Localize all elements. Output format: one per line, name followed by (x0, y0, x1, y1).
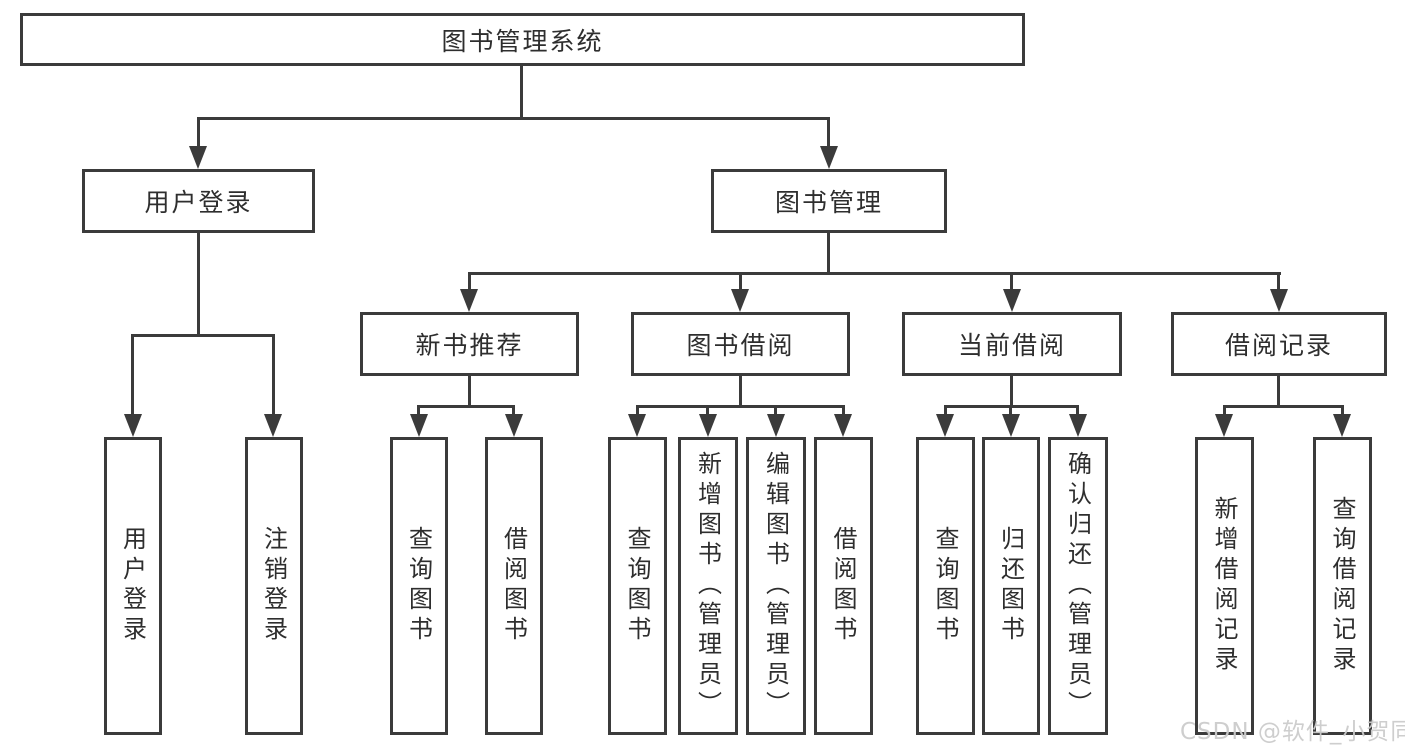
connector-stem (1341, 405, 1344, 418)
node-label: 当前借阅 (957, 331, 1066, 360)
node-label: 查询图书 (931, 526, 959, 646)
arrowhead-down-icon (124, 414, 142, 437)
leaf-query-books-1: 查询图书 (390, 437, 448, 735)
connector-stem (636, 405, 639, 418)
leaf-confirm-return-admin: 确认归还（管理员） (1048, 437, 1108, 735)
node-label: 用户登录 (144, 188, 253, 217)
connector-stem (417, 405, 420, 418)
arrowhead-down-icon (410, 414, 428, 437)
leaf-borrow-books-2: 借阅图书 (814, 437, 873, 735)
connector-branch (636, 405, 844, 408)
leaf-return-books: 归还图书 (982, 437, 1040, 735)
node-label: 图书管理 (774, 188, 883, 217)
connector-stem (827, 117, 830, 149)
connector-branch (132, 334, 274, 337)
connector-root-branch (197, 117, 830, 120)
node-label: 用户登录 (118, 526, 147, 646)
leaf-add-books-admin: 新增图书（管理员） (678, 437, 738, 735)
connector-stem (1277, 272, 1280, 292)
node-borrow-records: 借阅记录 (1171, 312, 1387, 376)
node-label: 图书管理系统 (441, 26, 604, 56)
connector-branch (468, 272, 1281, 275)
node-user-login: 用户登录 (82, 169, 315, 233)
arrowhead-down-icon (767, 414, 785, 437)
node-book-management-system: 图书管理系统 (20, 13, 1025, 66)
arrowhead-down-icon (628, 414, 646, 437)
connector-trunk (1277, 376, 1280, 407)
connector-stem (706, 405, 709, 418)
connector-stem (1010, 272, 1013, 292)
connector-root-trunk (520, 66, 523, 120)
node-label: 图书借阅 (686, 331, 795, 360)
node-label: 查询图书 (404, 526, 433, 646)
node-book-management: 图书管理 (711, 169, 947, 233)
node-label: 归还图书 (996, 526, 1025, 646)
connector-stem (197, 117, 200, 149)
leaf-borrow-books-1: 借阅图书 (485, 437, 543, 735)
arrowhead-down-icon (1333, 414, 1351, 437)
node-label: 查询借阅记录 (1328, 496, 1356, 676)
arrowhead-down-icon (936, 414, 954, 437)
connector-stem (774, 405, 777, 418)
connector-stem (1076, 405, 1079, 418)
leaf-logout: 注销登录 (245, 437, 303, 735)
connector-trunk (197, 233, 200, 336)
connector-stem (468, 272, 471, 292)
connector-stem (1009, 405, 1012, 418)
leaf-query-books-3: 查询图书 (916, 437, 975, 735)
connector-stem (1223, 405, 1226, 418)
arrowhead-down-icon (1270, 289, 1288, 312)
connector-stem (512, 405, 515, 418)
connector-branch (418, 405, 515, 408)
csdn-watermark: CSDN @软件_小贺同学 (1180, 719, 1405, 745)
node-label: 借阅图书 (499, 526, 528, 646)
node-current-borrow: 当前借阅 (902, 312, 1122, 376)
connector-stem (272, 334, 275, 416)
node-label: 借阅图书 (829, 526, 857, 646)
arrowhead-down-icon (731, 289, 749, 312)
arrowhead-down-icon (1002, 414, 1020, 437)
node-label: 新增借阅记录 (1210, 496, 1238, 676)
arrowhead-down-icon (699, 414, 717, 437)
node-label: 借阅记录 (1224, 331, 1333, 360)
node-label: 新增图书（管理员） (693, 451, 722, 721)
node-new-book-recommend: 新书推荐 (360, 312, 579, 376)
arrowhead-down-icon (460, 289, 478, 312)
node-label: 编辑图书（管理员） (761, 451, 790, 721)
arrowhead-down-icon (189, 146, 207, 169)
leaf-query-borrow-record: 查询借阅记录 (1313, 437, 1372, 735)
connector-trunk (827, 233, 830, 274)
arrowhead-down-icon (820, 146, 838, 169)
arrowhead-down-icon (1003, 289, 1021, 312)
leaf-user-login: 用户登录 (104, 437, 162, 735)
connector-branch (1223, 405, 1343, 408)
node-label: 查询图书 (623, 526, 651, 646)
leaf-query-books-2: 查询图书 (608, 437, 667, 735)
node-label: 确认归还（管理员） (1063, 451, 1092, 721)
connector-trunk (1010, 376, 1013, 407)
node-label: 新书推荐 (415, 331, 524, 360)
connector-trunk (468, 376, 471, 407)
connector-trunk (739, 376, 742, 407)
leaf-add-borrow-record: 新增借阅记录 (1195, 437, 1254, 735)
leaf-edit-books-admin: 编辑图书（管理员） (746, 437, 806, 735)
arrowhead-down-icon (264, 414, 282, 437)
connector-stem (131, 334, 134, 416)
connector-stem (944, 405, 947, 418)
arrowhead-down-icon (1069, 414, 1087, 437)
node-book-borrow: 图书借阅 (631, 312, 850, 376)
node-label: 注销登录 (259, 526, 288, 646)
arrowhead-down-icon (1215, 414, 1233, 437)
connector-stem (842, 405, 845, 418)
arrowhead-down-icon (505, 414, 523, 437)
connector-stem (739, 272, 742, 292)
arrowhead-down-icon (834, 414, 852, 437)
